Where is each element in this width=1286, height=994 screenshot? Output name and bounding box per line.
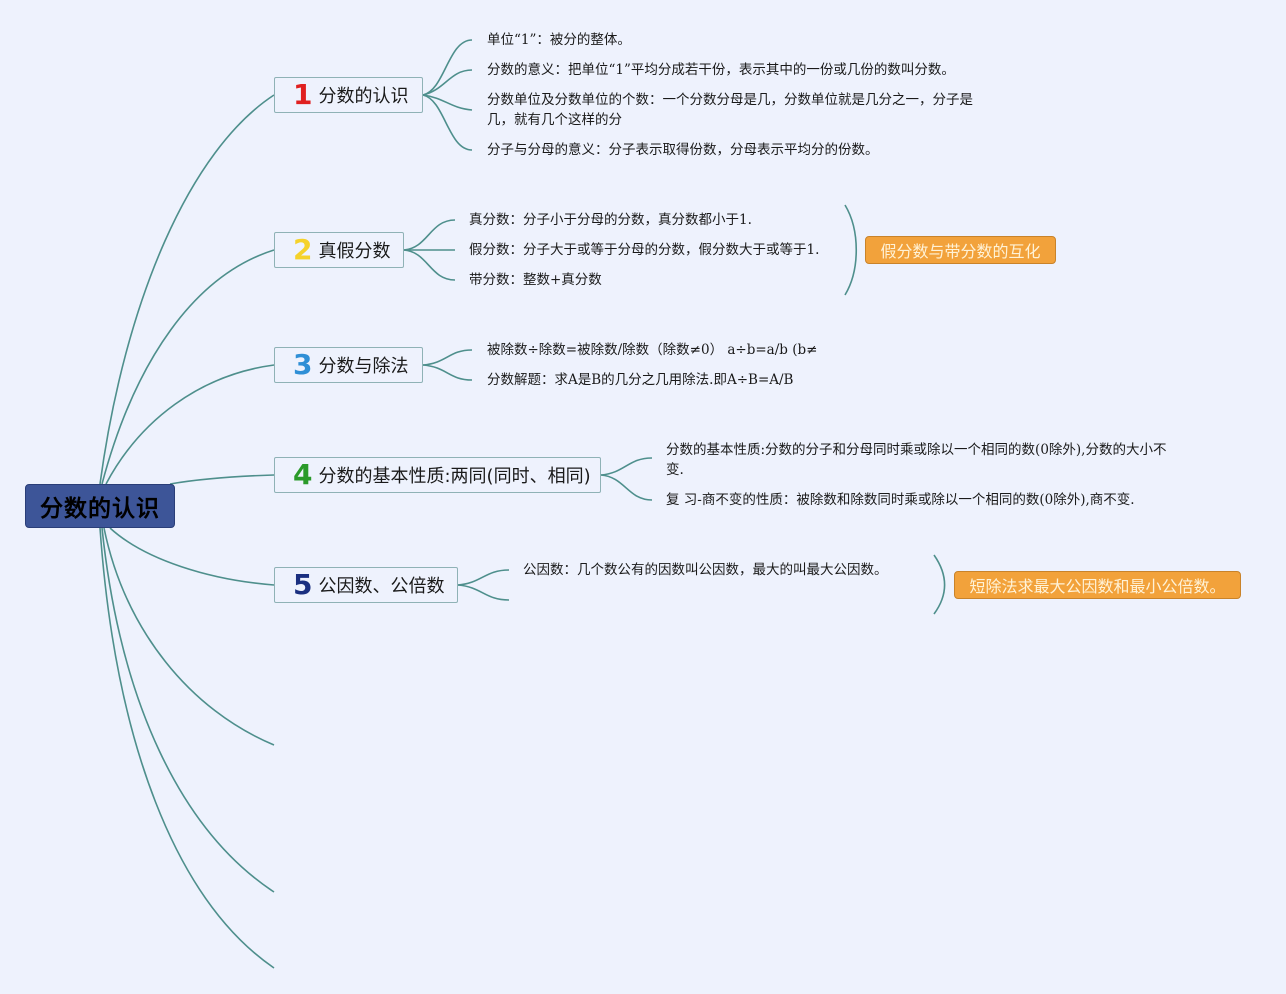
topic-2-summary-label: 假分数与带分数的互化 (880, 242, 1041, 261)
connector-root-topic-2 (101, 249, 275, 485)
connector-root-empty-3 (99, 527, 275, 969)
connector-root-topic-5 (109, 527, 275, 586)
topic-4-label: 分数的基本性质:两同(同时、相同) (318, 466, 591, 487)
topic-3-number: 3 (293, 348, 313, 381)
topic-5-summary-callout[interactable]: 短除法求最大公因数和最小公倍数。 (954, 571, 1241, 599)
topic-5-number: 5 (293, 568, 313, 601)
topic-4-number: 4 (293, 458, 313, 491)
topic-2[interactable]: 2 真假分数 (274, 232, 404, 268)
topic-1-item-3: 分数单位及分数单位的个数：一个分数分母是几，分数单位就是几分之一，分子是几，就有… (487, 92, 973, 128)
connector-root-empty-1 (103, 527, 275, 746)
topic-5[interactable]: 5 公因数、公倍数 (274, 567, 458, 603)
topic-1-label: 分数的认识 (318, 86, 409, 107)
root-topic[interactable]: 分数的认识 (25, 484, 175, 528)
topic-3-item-2: 分数解题：求A是B的几分之几用除法.即A÷B=A/B (487, 372, 794, 388)
topic-5-summary-label: 短除法求最大公因数和最小公倍数。 (969, 577, 1226, 596)
topic-2-summary-callout[interactable]: 假分数与带分数的互化 (865, 236, 1056, 264)
root-topic-label: 分数的认识 (40, 496, 160, 522)
connector-root-topic-1 (99, 94, 275, 485)
topic-1-item-1: 单位“1”：被分的整体。 (487, 32, 631, 48)
connector-root-topic-3 (105, 364, 275, 485)
topic-5-label: 公因数、公倍数 (318, 576, 445, 597)
topic-4-item-2: 复 习-商不变的性质：被除数和除数同时乘或除以一个相同的数(0除外),商不变. (666, 492, 1135, 508)
topic-2-item-1: 真分数：分子小于分母的分数，真分数都小于1. (469, 212, 752, 228)
topic-4[interactable]: 4 分数的基本性质:两同(同时、相同) (274, 457, 601, 493)
topic-1-item-4: 分子与分母的意义：分子表示取得份数，分母表示平均分的份数。 (487, 142, 879, 158)
topic-1-number: 1 (293, 78, 313, 111)
topic-1-item-2: 分数的意义：把单位“1”平均分成若干份，表示其中的一份或几份的数叫分数。 (487, 62, 955, 78)
topic-1[interactable]: 1 分数的认识 (274, 77, 423, 113)
topic-2-number: 2 (293, 233, 313, 266)
topic-2-label: 真假分数 (318, 241, 391, 262)
topic-3-label: 分数与除法 (318, 356, 409, 377)
topic-4-item-1: 分数的基本性质:分数的分子和分母同时乘或除以一个相同的数(0除外),分数的大小不… (666, 442, 1167, 478)
connector-root-topic-4 (169, 474, 275, 485)
topic-2-item-2: 假分数：分子大于或等于分母的分数，假分数大于或等于1. (469, 242, 820, 258)
topic-3[interactable]: 3 分数与除法 (274, 347, 423, 383)
topic-5-item-1: 公因数：几个数公有的因数叫公因数，最大的叫最大公因数。 (523, 562, 888, 578)
topic-2-item-3: 带分数：整数+真分数 (469, 272, 602, 288)
connector-root-empty-2 (101, 527, 275, 893)
topic-3-item-1: 被除数÷除数=被除数/除数（除数≠0） a÷b=a/b (b≠ (487, 342, 818, 358)
